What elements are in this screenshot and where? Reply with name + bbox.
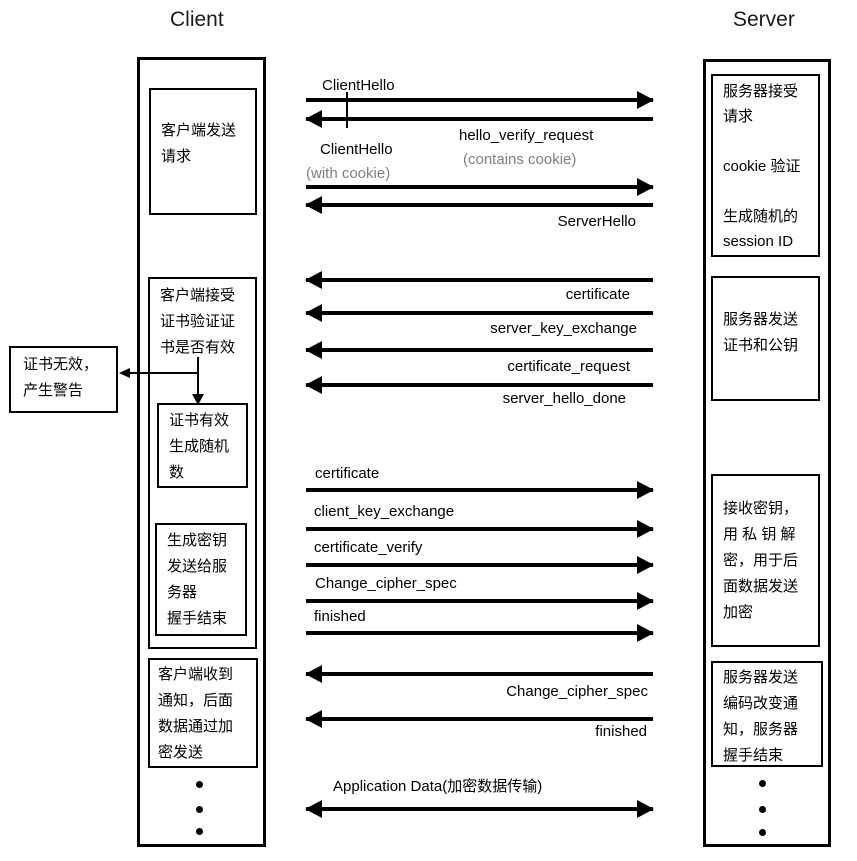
server-ellipsis-dot — [759, 829, 766, 836]
server-change-notice-box: 服务器发送 编码改变通 知，服务器 握手结束 — [711, 661, 823, 767]
label-finished-s2c: finished — [595, 723, 647, 740]
client-title: Client — [170, 8, 224, 31]
label-certificate-verify: certificate_verify — [314, 539, 423, 556]
arrow-server-key-exchange — [305, 304, 653, 322]
arrow-change-cipher-spec-c2s — [306, 592, 654, 610]
arrow-server-hello-done — [305, 376, 653, 394]
label-change-cipher-spec-s2c: Change_cipher_spec — [506, 683, 648, 700]
arrow-clienthello — [306, 91, 654, 109]
label-contains-cookie: (contains cookie) — [463, 151, 577, 168]
label-certificate-request: certificate_request — [507, 358, 630, 375]
cert-invalid-left-arrow — [119, 368, 198, 378]
label-clienthello-cookie: ClientHello — [320, 141, 393, 158]
arrow-finished-s2c — [305, 710, 653, 728]
label-serverhello: ServerHello — [557, 213, 636, 230]
server-title: Server — [733, 8, 795, 31]
retransmit-tick-mark — [346, 92, 348, 128]
label-hello-verify-request: hello_verify_request — [459, 127, 594, 144]
arrow-hello-verify-request — [305, 110, 653, 128]
server-accept-request-box: 服务器接受 请求 cookie 验证 生成随机的 session ID — [711, 74, 820, 257]
cert-invalid-warning-box: 证书无效， 产生警告 — [9, 346, 118, 413]
arrow-client-key-exchange — [306, 520, 654, 538]
label-server-hello-done: server_hello_done — [502, 390, 626, 407]
arrow-certificate-s2c — [305, 271, 653, 289]
client-gen-key-box: 生成密钥 发送给服 务器 握手结束 — [155, 523, 247, 636]
arrow-certificate-request — [305, 341, 653, 359]
cert-valid-down-arrow — [192, 357, 204, 405]
client-ellipsis-dot — [196, 806, 203, 813]
server-ellipsis-dot — [759, 780, 766, 787]
label-server-key-exchange: server_key_exchange — [490, 320, 637, 337]
arrow-change-cipher-spec-s2c — [305, 665, 653, 683]
label-clienthello: ClientHello — [322, 77, 395, 94]
label-finished-c2s: finished — [314, 608, 366, 625]
label-certificate-c2s: certificate — [315, 465, 380, 482]
arrow-application-data — [305, 800, 654, 818]
arrow-clienthello-with-cookie — [306, 178, 654, 196]
client-cert-valid-box: 证书有效 生成随机 数 — [157, 403, 248, 488]
server-send-cert-box: 服务器发送 证书和公钥 — [711, 276, 820, 401]
arrow-serverhello — [305, 196, 653, 214]
arrow-certificate-c2s — [306, 481, 654, 499]
client-received-notice-box: 客户端收到 通知，后面 数据通过加 密发送 — [148, 658, 258, 768]
arrow-certificate-verify — [306, 556, 654, 574]
label-client-key-exchange: client_key_exchange — [314, 503, 455, 520]
label-application-data: Application Data(加密数据传输) — [333, 778, 543, 795]
client-ellipsis-dot — [196, 781, 203, 788]
label-with-cookie: (with cookie) — [306, 165, 391, 182]
server-ellipsis-dot — [759, 806, 766, 813]
client-send-request-box: 客户端发送 请求 — [149, 88, 257, 215]
client-ellipsis-dot — [196, 828, 203, 835]
label-change-cipher-spec-c2s: Change_cipher_spec — [315, 575, 457, 592]
label-certificate-s2c: certificate — [565, 286, 630, 303]
server-receive-key-box: 接收密钥， 用 私 钥 解 密，用于后 面数据发送 加密 — [711, 474, 820, 647]
arrow-finished-c2s — [306, 624, 654, 642]
